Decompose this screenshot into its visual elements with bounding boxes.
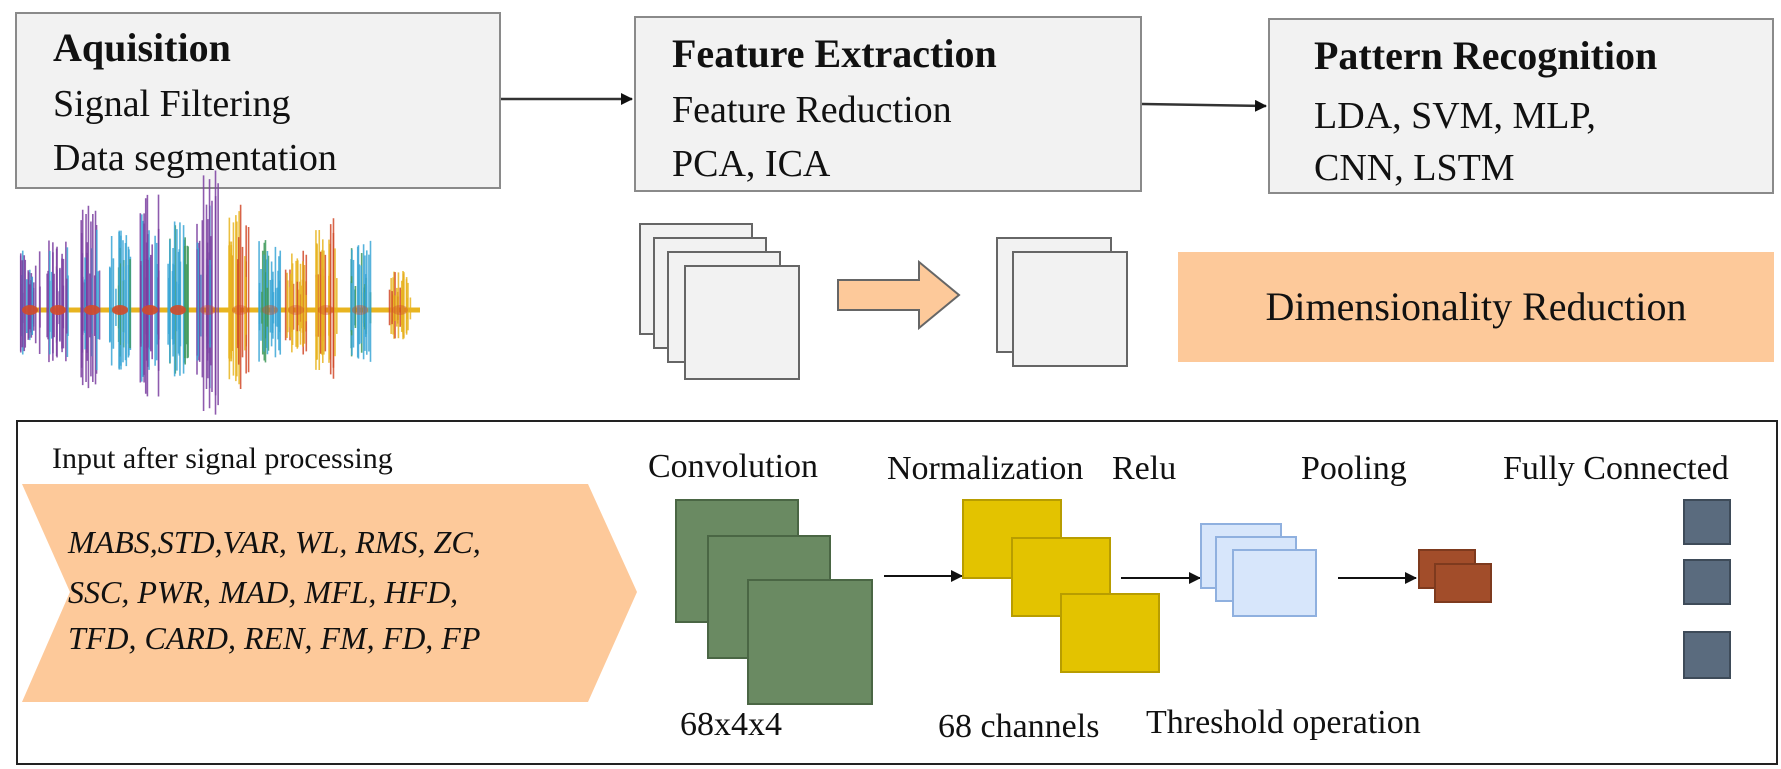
signal-burst-core	[112, 305, 128, 315]
normalization-label: Normalization	[887, 450, 1084, 487]
stage-line-data-segmentation: Data segmentation	[53, 137, 337, 179]
feature-maps-stack-input	[639, 223, 800, 380]
signal-burst-core	[392, 305, 408, 315]
input-label: Input after signal processing	[52, 442, 393, 475]
stage-title-acquisition: Aquisition	[53, 25, 231, 70]
stage-line-pca-ica: PCA, ICA	[672, 143, 831, 185]
normalization-blocks	[962, 499, 1160, 673]
dimensionality-reduction-banner: Dimensionality Reduction	[1178, 252, 1774, 362]
stage-title-feature-extraction: Feature Extraction	[672, 31, 997, 76]
conv-size-label: 68x4x4	[680, 706, 782, 743]
signal-burst-core	[84, 305, 100, 315]
reduction-block-arrow	[837, 259, 961, 331]
signal-burst-core	[232, 305, 248, 315]
stage-title-pattern-recognition: Pattern Recognition	[1314, 33, 1658, 78]
feature-line-3: TFD, CARD, REN, FM, FD, FP	[68, 620, 481, 656]
stage-line-signal-filtering: Signal Filtering	[53, 83, 291, 125]
channels-label: 68 channels	[938, 708, 1100, 745]
stage-box-acquisition: Aquisition Signal Filtering Data segment…	[15, 12, 501, 189]
fully-connected-label: Fully Connected	[1503, 450, 1729, 487]
stage-line-lda-svm-mlp: LDA, SVM, MLP,	[1314, 95, 1596, 137]
signal-burst-core	[288, 305, 304, 315]
dimensionality-reduction-label: Dimensionality Reduction	[1265, 284, 1687, 329]
convolution-label: Convolution	[648, 448, 819, 485]
relu-blocks	[1200, 523, 1317, 617]
signal-burst-core	[318, 305, 334, 315]
input-chevron-shape	[22, 484, 637, 702]
stage-box-pattern-recognition: Pattern Recognition LDA, SVM, MLP, CNN, …	[1268, 18, 1774, 194]
fully-connected-nodes	[1683, 499, 1731, 679]
emg-signal-illustration	[19, 170, 420, 415]
relu-label: Relu	[1112, 450, 1177, 487]
signal-burst-core	[352, 305, 368, 315]
threshold-label: Threshold operation	[1146, 704, 1421, 741]
cnn-pipeline-frame	[16, 420, 1778, 765]
signal-burst-core	[22, 305, 38, 315]
signal-burst-core	[142, 305, 158, 315]
stage-box-feature-extraction: Feature Extraction Feature Reduction PCA…	[634, 16, 1142, 192]
convolution-blocks	[675, 499, 873, 705]
signal-burst-core	[200, 305, 216, 315]
stage-line-feature-reduction: Feature Reduction	[672, 89, 952, 131]
pooling-blocks	[1418, 549, 1492, 603]
feature-maps-stack-output	[996, 237, 1128, 367]
signal-burst-core	[50, 305, 66, 315]
feature-line-1: MABS,STD,VAR, WL, RMS, ZC,	[68, 524, 481, 560]
pooling-label: Pooling	[1301, 450, 1407, 487]
signal-burst-core	[170, 305, 186, 315]
signal-burst-core	[262, 305, 278, 315]
stage-line-cnn-lstm: CNN, LSTM	[1314, 147, 1515, 189]
feature-line-2: SSC, PWR, MAD, MFL, HFD,	[68, 574, 459, 610]
arrow-extraction-to-recognition	[1141, 99, 1267, 112]
